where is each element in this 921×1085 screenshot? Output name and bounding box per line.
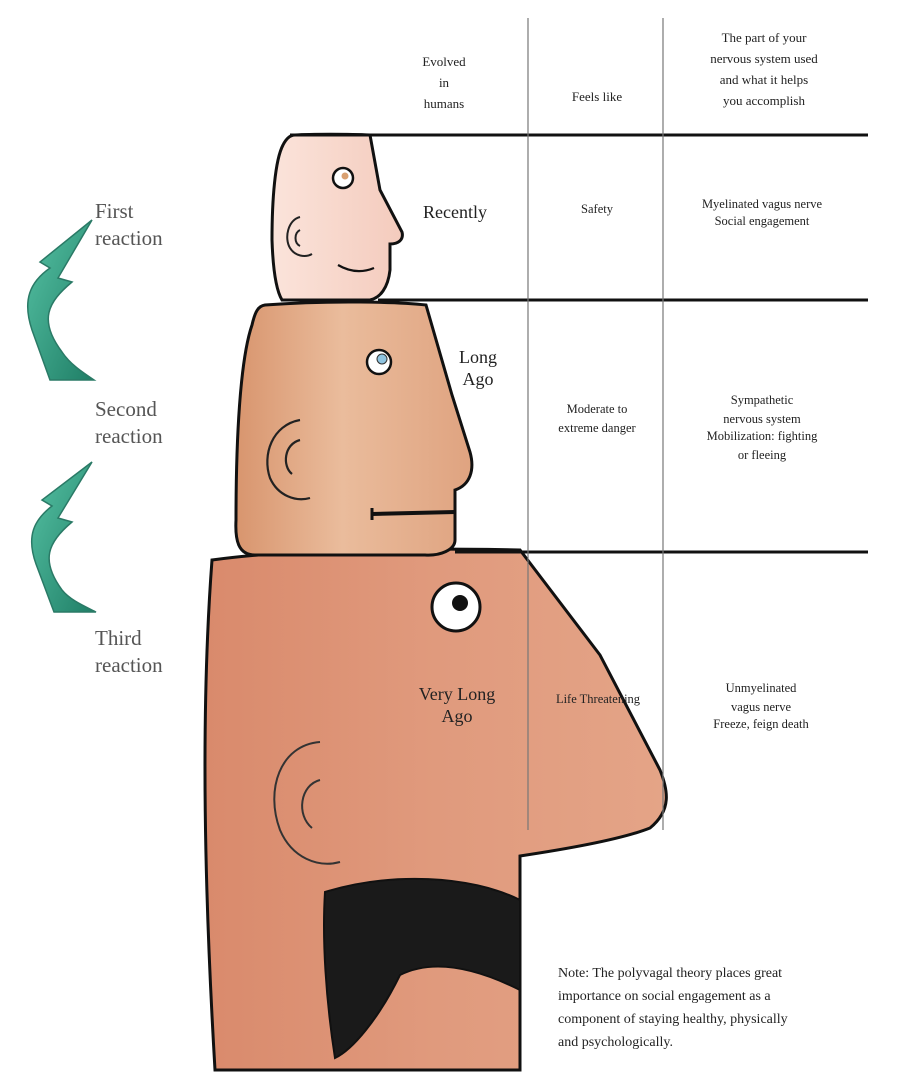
- cell-evolved: Recently: [423, 202, 487, 222]
- cell-feels-like-line: extreme danger: [558, 421, 636, 435]
- head-middle-shape: [234, 300, 474, 557]
- note-line-block-line: Note: The polyvagal theory places great: [558, 966, 782, 981]
- header-feels-like-line: Feels like: [572, 89, 622, 104]
- cell-evolved-line: Ago: [442, 706, 473, 726]
- reaction-label-line: First: [95, 199, 134, 223]
- curved-arrow-icon: [30, 461, 97, 613]
- ear-bottom: [273, 741, 341, 865]
- cell-nervous-system-line: Myelinated vagus nerve: [702, 197, 823, 211]
- cell-nervous-system-line: Social engagement: [715, 214, 810, 228]
- ear-top: [286, 216, 313, 257]
- ear-middle: [266, 418, 311, 501]
- cell-evolved-line: Long: [459, 347, 497, 367]
- reaction-label-line: reaction: [95, 653, 163, 677]
- header-nervous-system-line: nervous system used: [710, 51, 818, 66]
- cell-evolved-line: Ago: [463, 369, 494, 389]
- cell-feels-like: Life Threatening: [556, 692, 641, 706]
- ear-middle-inner: [284, 438, 301, 475]
- ear-bottom-inner: [301, 779, 321, 829]
- reaction-label: Third reaction: [95, 626, 163, 677]
- reaction-label-line: reaction: [95, 226, 163, 250]
- head-top-shape: [270, 132, 404, 302]
- cell-feels-like: Safety: [581, 202, 614, 216]
- header-nervous-system-line: and what it helps: [720, 72, 808, 87]
- cell-nervous-system-line: Unmyelinated: [726, 681, 798, 695]
- cell-nervous-system-line: vagus nerve: [731, 700, 791, 714]
- head-top: [270, 132, 404, 302]
- note-line-block-line: and psychologically.: [558, 1035, 673, 1050]
- column-headers: Evolved in humans Feels like The part of you…: [422, 30, 818, 111]
- cell-nervous-system-line: or fleeing: [738, 448, 787, 462]
- cell-evolved-line: Very Long: [419, 684, 495, 704]
- reaction-label-line: reaction: [95, 424, 163, 448]
- cell-feels-like-line: Safety: [581, 202, 614, 216]
- theory-note: Note: The polyvagal theory places great i…: [558, 966, 788, 1050]
- header-nervous-system-line: The part of your: [722, 30, 808, 45]
- note-line-block-line: importance on social engagement as a: [558, 989, 771, 1004]
- header-evolved-line: humans: [424, 96, 464, 111]
- cell-nervous-system-line: nervous system: [723, 412, 801, 426]
- pupil-bottom: [452, 595, 468, 611]
- reaction-label: Second reaction: [95, 397, 163, 448]
- note-line-block-line: component of staying healthy, physically: [558, 1012, 788, 1027]
- reaction-label: First reaction: [95, 199, 163, 250]
- cell-nervous-system-line: Mobilization: fighting: [707, 429, 819, 443]
- cell-feels-like: Moderate to extreme danger: [558, 402, 636, 435]
- cell-nervous-system-line: Sympathetic: [731, 393, 794, 407]
- pupil-middle: [376, 353, 388, 365]
- header-evolved: Evolved in humans: [422, 54, 466, 111]
- cell-feels-like-line: Moderate to: [567, 402, 628, 416]
- header-evolved-line: Evolved: [422, 54, 466, 69]
- cell-evolved-line: Recently: [423, 202, 487, 222]
- head-middle: [234, 300, 474, 557]
- curved-arrow-icon: [27, 219, 97, 381]
- table-grid: [290, 18, 868, 830]
- mouth-middle: [371, 510, 456, 516]
- header-nervous-system-line: you accomplish: [723, 93, 805, 108]
- reaction-label-line: Third: [95, 626, 142, 650]
- mouth-bottom: [323, 877, 521, 1060]
- cell-feels-like-line: Life Threatening: [556, 692, 641, 706]
- header-nervous-system: The part of your nervous system used and w…: [710, 30, 818, 108]
- pupil-top: [341, 172, 349, 180]
- note-line-block: Note: The polyvagal theory places great i…: [558, 966, 788, 1050]
- mouth-top: [337, 264, 375, 273]
- reaction-label-line: Second: [95, 397, 157, 421]
- header-evolved-line: in: [439, 75, 450, 90]
- cell-nervous-system-line: Freeze, feign death: [713, 717, 809, 731]
- header-feels-like: Feels like: [572, 89, 622, 104]
- head-bottom: [203, 547, 668, 1072]
- ear-top-inner: [294, 229, 301, 247]
